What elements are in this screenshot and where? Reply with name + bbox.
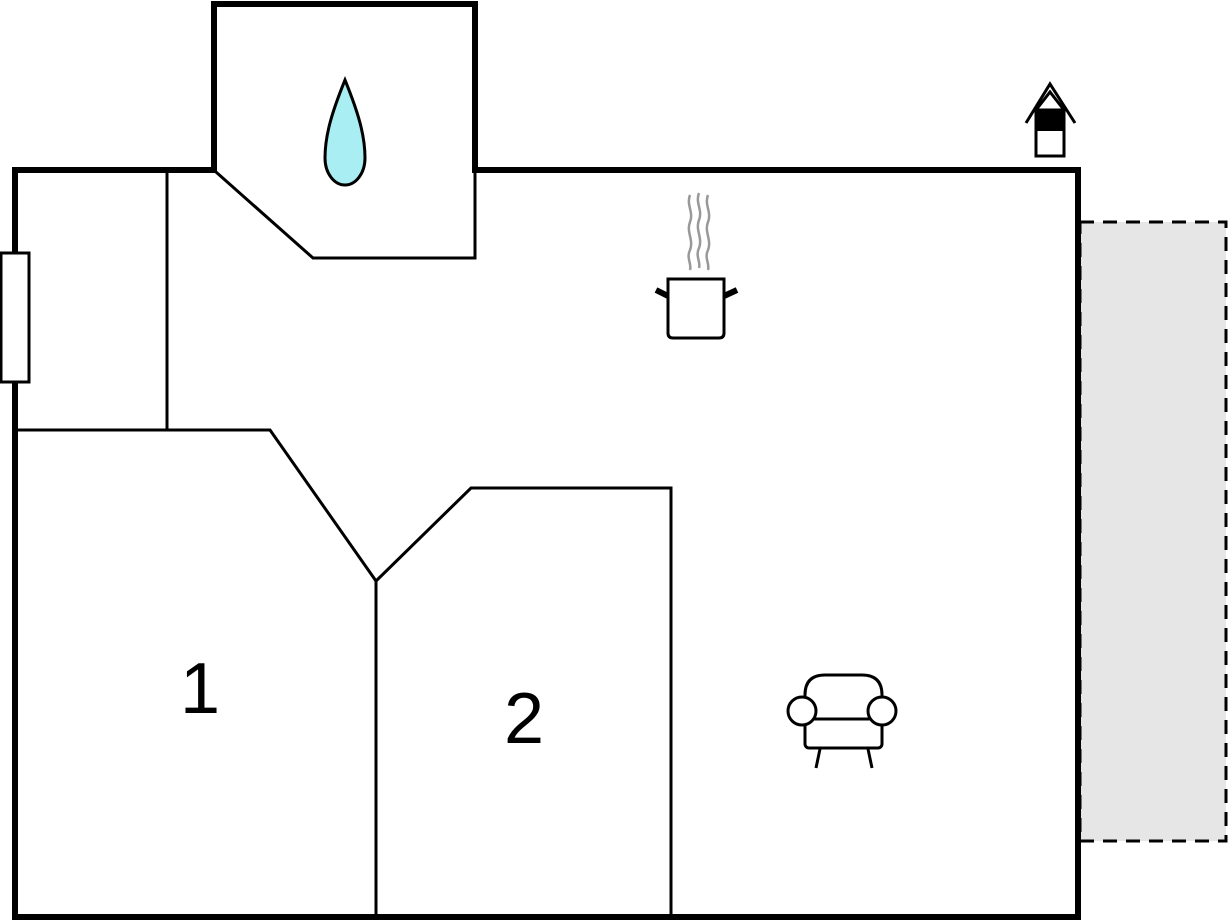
room-2-wall (374, 486, 673, 915)
armchair-icon (786, 673, 898, 769)
cooking-pot-icon (654, 192, 739, 340)
entrance-house-icon (1024, 81, 1077, 158)
room-1-wall (17, 428, 378, 915)
room-2-label: 2 (504, 679, 544, 759)
bathroom-wall (215, 170, 477, 260)
terrace-area (1078, 220, 1228, 843)
room-1-label: 1 (180, 649, 220, 729)
outer-wall (12, 1, 1081, 920)
water-drop-icon (323, 76, 367, 187)
window (0, 251, 31, 384)
